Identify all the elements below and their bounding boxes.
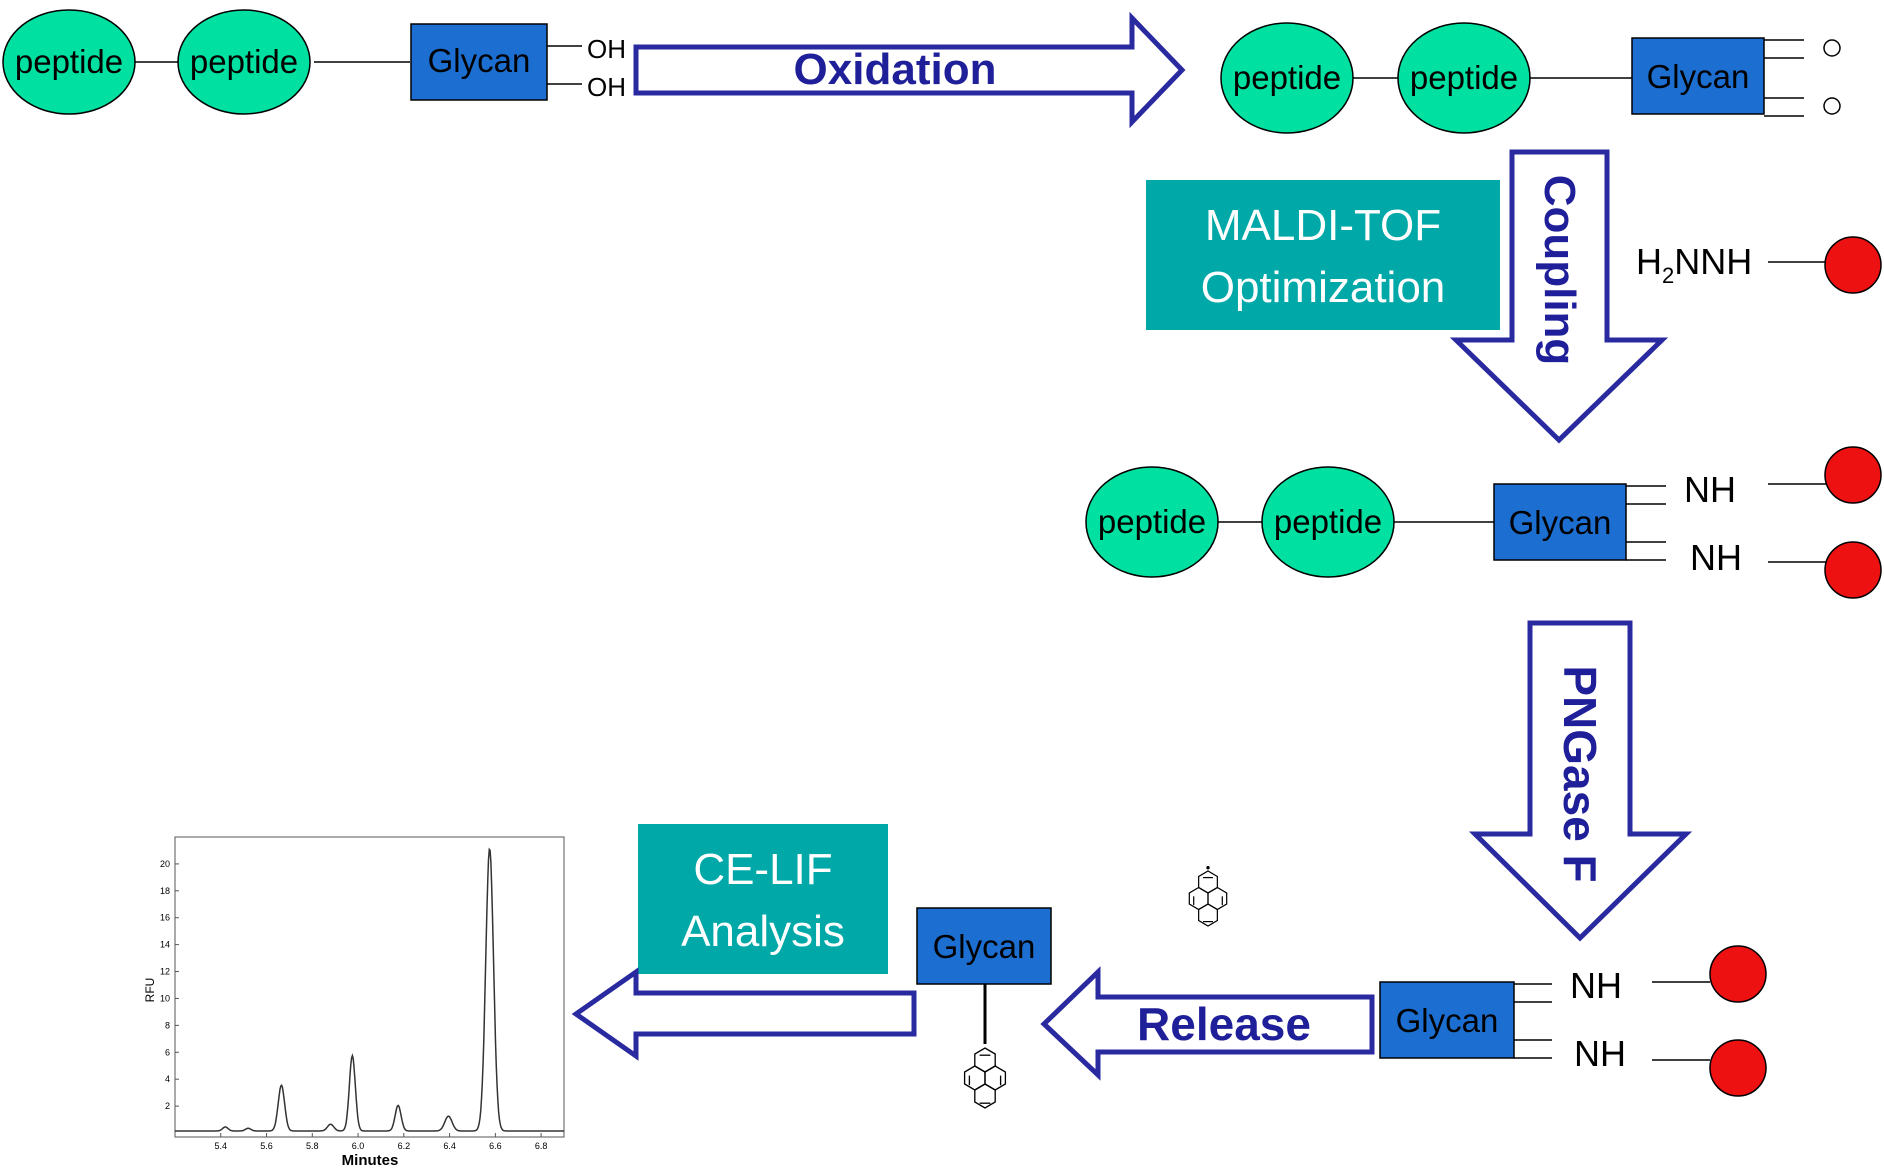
y-tick-label: 2 bbox=[165, 1101, 170, 1111]
bead-icon bbox=[1824, 541, 1882, 599]
pyrene-icon bbox=[963, 1047, 1007, 1109]
celif-line2: Analysis bbox=[681, 907, 845, 956]
pyrene-icon bbox=[1188, 865, 1228, 927]
chromatogram-trace bbox=[175, 847, 564, 1132]
glycan-box bbox=[916, 907, 1052, 985]
x-tick-label: 6.0 bbox=[352, 1141, 365, 1151]
glycan-label: Glycan bbox=[933, 928, 1036, 965]
electropherogram-chart: 2 4 6 8 10 12 14 16 18 20 5.4 5.6 5.8 6.0 6.2 6.4 6.6 6.… bbox=[143, 836, 565, 1169]
coupled-glycopeptide: peptide peptide Glycan NH NH bbox=[1085, 446, 1882, 599]
maldi-line1: MALDI-TOF bbox=[1205, 201, 1441, 250]
hydrazide-reagent: H2NNH bbox=[1636, 236, 1882, 294]
peptide-label: peptide bbox=[1233, 59, 1341, 96]
x-axis: 5.4 5.6 5.8 6.0 6.2 6.4 6.6 6.8 bbox=[215, 1133, 548, 1151]
plot-frame bbox=[174, 836, 565, 1138]
nh-label: NH bbox=[1684, 469, 1736, 510]
bead-icon bbox=[1824, 446, 1882, 504]
release-label: Release bbox=[1137, 998, 1311, 1050]
y-tick-label: 6 bbox=[165, 1047, 170, 1057]
peptide-node bbox=[2, 9, 136, 115]
peptide-label: peptide bbox=[1274, 503, 1382, 540]
x-tick-label: 6.8 bbox=[535, 1141, 548, 1151]
glycan-label: Glycan bbox=[1509, 504, 1612, 541]
peptide-node bbox=[1397, 22, 1531, 134]
oxidation-arrow: Oxidation bbox=[633, 11, 1186, 129]
labeled-glycan: Glycan bbox=[916, 907, 1052, 1109]
glycan-box bbox=[1631, 37, 1765, 115]
hydrazide-formula: H2NNH bbox=[1636, 241, 1752, 288]
hydroxyl-label: OH bbox=[587, 34, 626, 64]
x-tick-label: 6.2 bbox=[398, 1141, 411, 1151]
bead-bound-glycan: Glycan NH NH bbox=[1379, 945, 1767, 1097]
maldi-tof-box: MALDI-TOF Optimization bbox=[1146, 180, 1500, 330]
coupling-arrow: Coupling bbox=[1449, 149, 1669, 444]
bead-icon bbox=[1824, 236, 1882, 294]
y-axis: 2 4 6 8 10 12 14 16 18 20 bbox=[160, 859, 179, 1111]
nh-label: NH bbox=[1690, 537, 1742, 578]
peptide-node bbox=[177, 9, 311, 115]
glycan-label: Glycan bbox=[1396, 1002, 1499, 1039]
peptide-node bbox=[1220, 22, 1354, 134]
x-tick-label: 5.4 bbox=[215, 1141, 228, 1151]
peptide-label: peptide bbox=[190, 43, 298, 80]
x-tick-label: 6.4 bbox=[443, 1141, 456, 1151]
pngase-f-arrow: PNGase F bbox=[1468, 620, 1693, 942]
y-tick-label: 8 bbox=[165, 1020, 170, 1030]
y-tick-label: 14 bbox=[160, 940, 170, 950]
y-tick-label: 10 bbox=[160, 993, 170, 1003]
bead-icon bbox=[1709, 1039, 1767, 1097]
peptide-label: peptide bbox=[1098, 503, 1206, 540]
nh-label: NH bbox=[1574, 1033, 1626, 1074]
x-tick-label: 6.6 bbox=[489, 1141, 502, 1151]
peptide-node bbox=[1261, 466, 1395, 578]
peptide-label: peptide bbox=[1410, 59, 1518, 96]
x-tick-label: 5.8 bbox=[306, 1141, 319, 1151]
aldehyde-oxygen-icon bbox=[1823, 39, 1841, 57]
bead-icon bbox=[1709, 945, 1767, 1003]
x-axis-label: Minutes bbox=[342, 1152, 399, 1168]
aldehyde-oxygen-icon bbox=[1823, 97, 1841, 115]
release-arrow: Release bbox=[1040, 966, 1375, 1081]
oxidized-glycopeptide: peptide peptide Glycan bbox=[1220, 22, 1841, 134]
hydroxyl-label: OH bbox=[587, 72, 626, 102]
oxidation-label: Oxidation bbox=[794, 45, 997, 94]
y-axis-label: RFU bbox=[143, 978, 157, 1003]
coupling-label: Coupling bbox=[1535, 175, 1584, 366]
x-tick-label: 5.6 bbox=[260, 1141, 273, 1151]
y-tick-label: 16 bbox=[160, 913, 170, 923]
glycan-label: Glycan bbox=[1647, 58, 1750, 95]
ce-lif-box: CE-LIF Analysis bbox=[638, 824, 888, 974]
glycan-box bbox=[1379, 981, 1515, 1059]
maldi-line2: Optimization bbox=[1201, 263, 1446, 312]
peptide-label: peptide bbox=[15, 43, 123, 80]
peptide-node bbox=[1085, 466, 1219, 578]
glycan-label: Glycan bbox=[428, 42, 531, 79]
y-tick-label: 4 bbox=[165, 1074, 170, 1084]
glycan-box bbox=[410, 23, 548, 101]
y-tick-label: 20 bbox=[160, 859, 170, 869]
starting-glycopeptide: peptide peptide Glycan OH OH bbox=[2, 9, 626, 115]
y-tick-label: 12 bbox=[160, 967, 170, 977]
celif-line1: CE-LIF bbox=[693, 845, 832, 894]
nh-label: NH bbox=[1570, 965, 1622, 1006]
pngase-f-label: PNGase F bbox=[1554, 665, 1606, 882]
y-tick-label: 18 bbox=[160, 886, 170, 896]
glycan-box bbox=[1493, 483, 1627, 561]
analysis-arrow bbox=[571, 967, 917, 1061]
